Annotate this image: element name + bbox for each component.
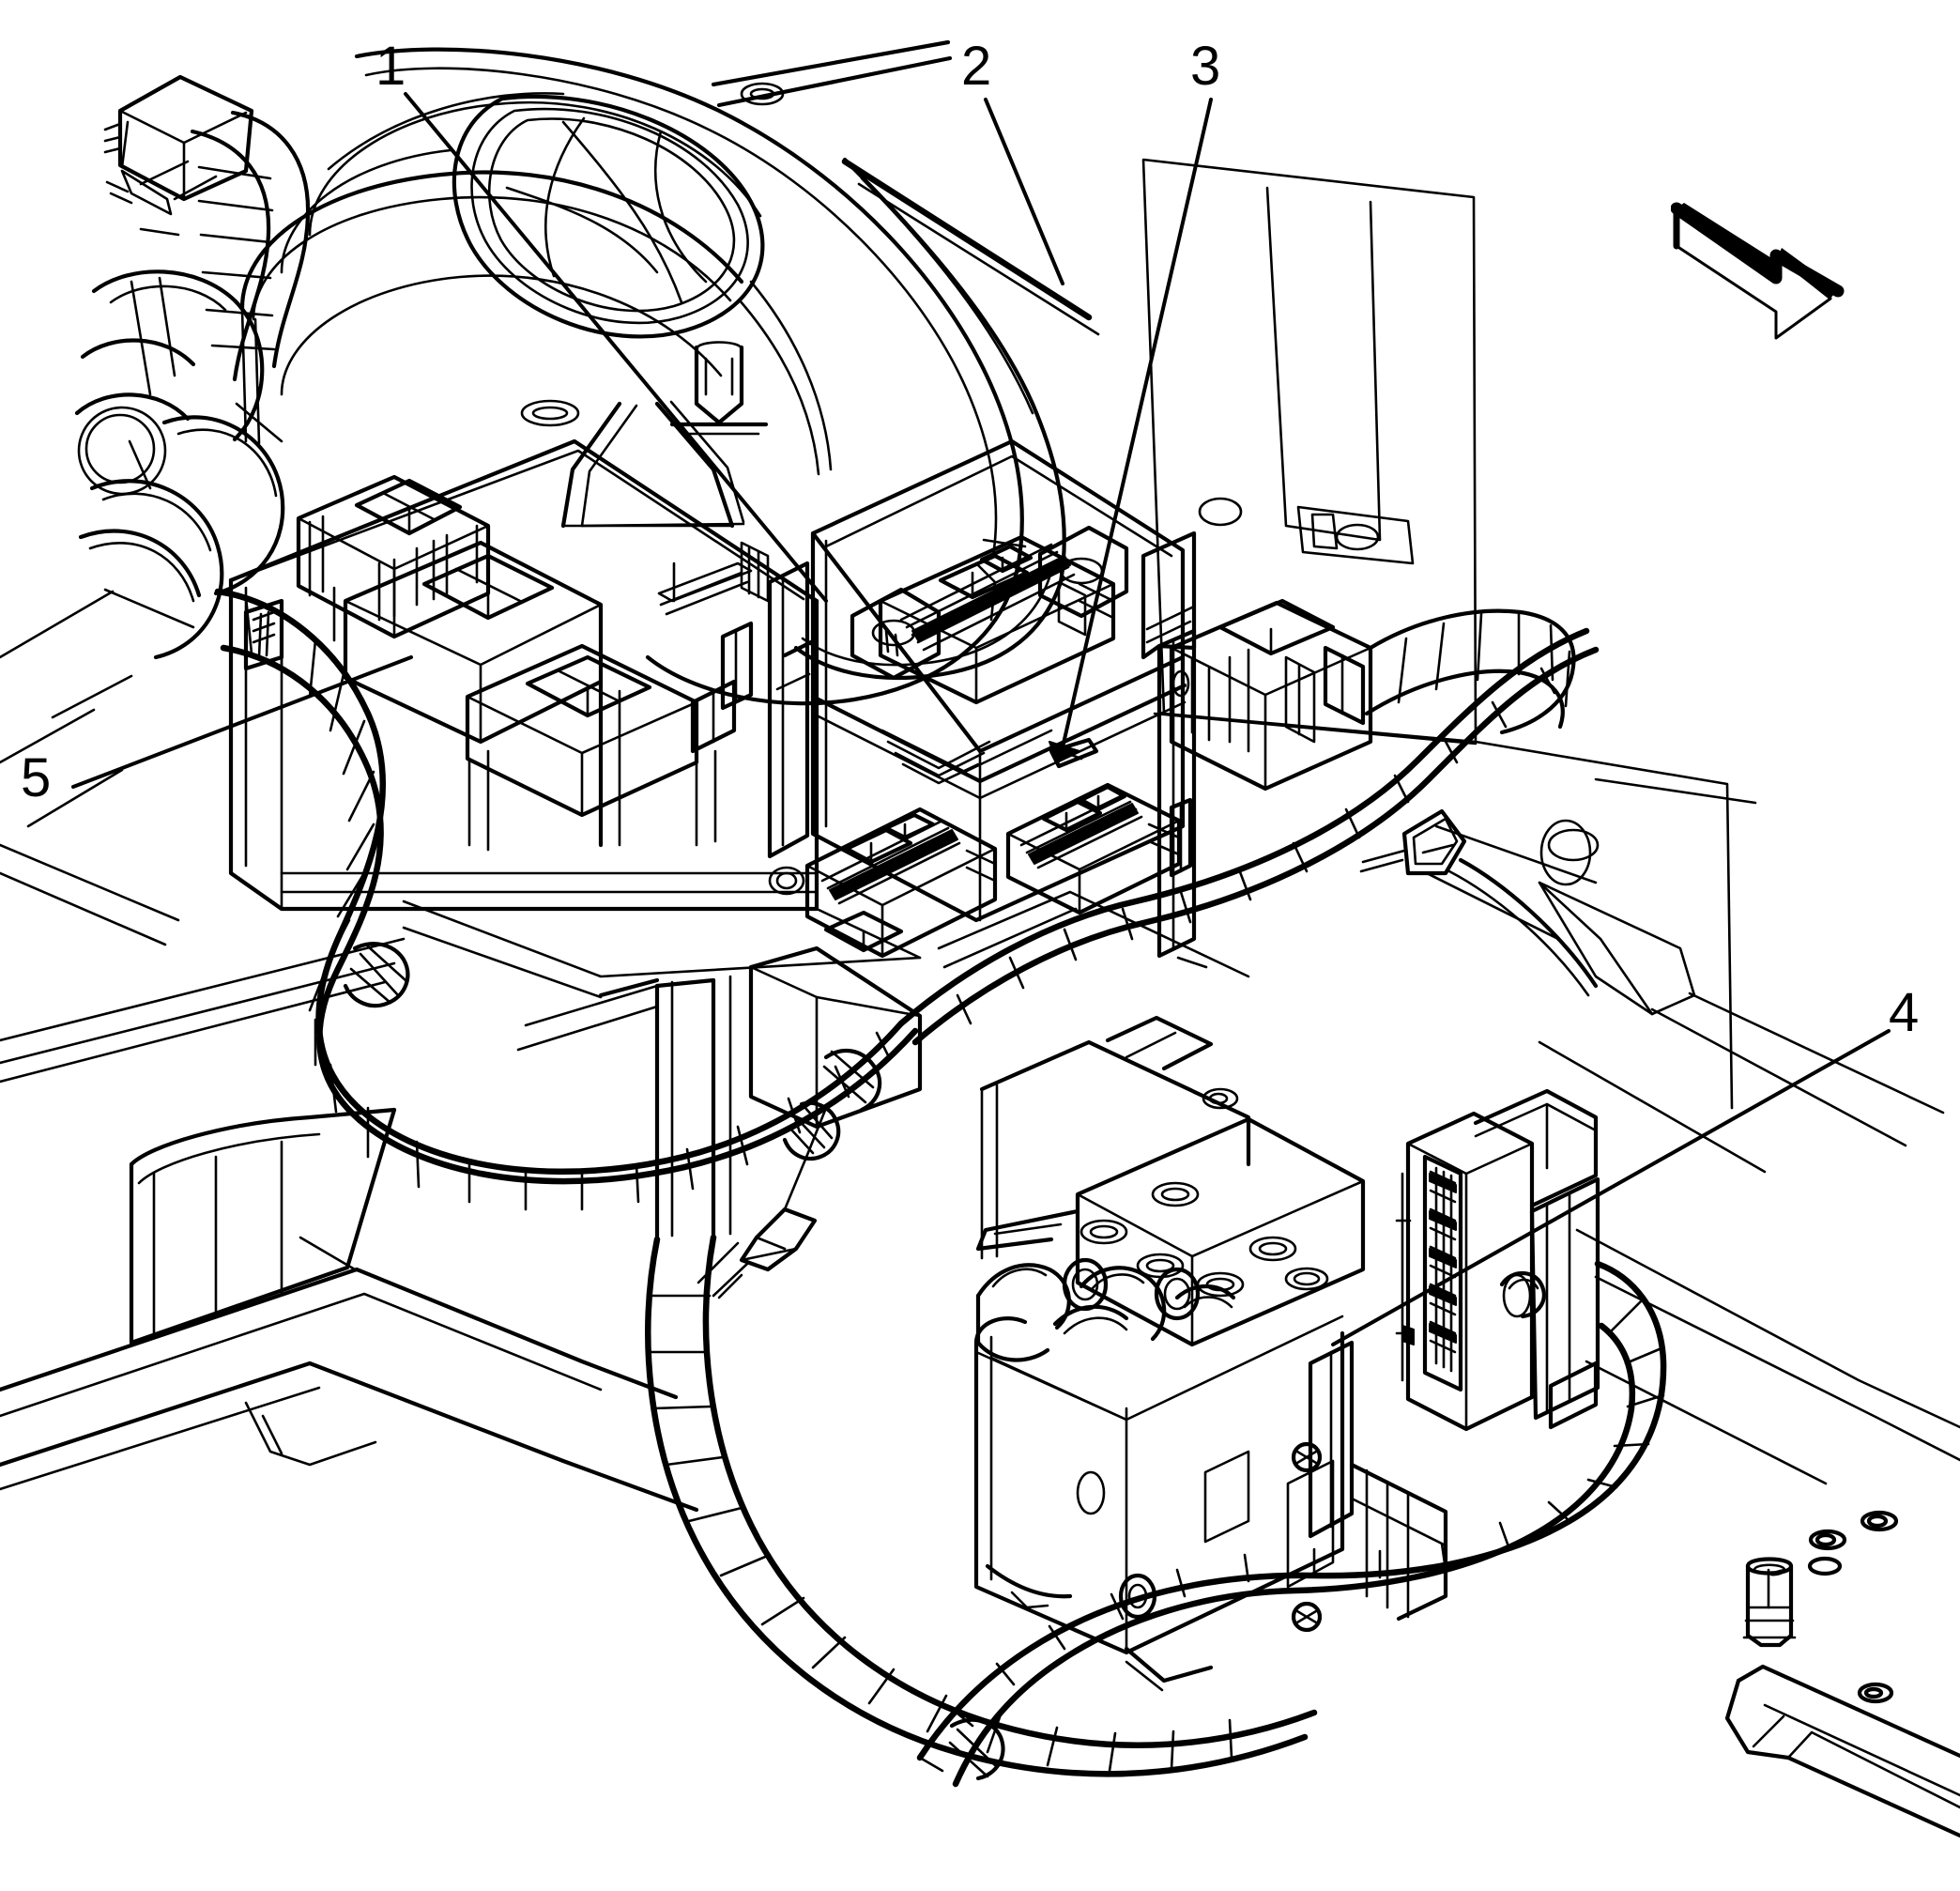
- wiring-harness-main: [214, 588, 919, 1211]
- harness-connector-mid-right: [1169, 598, 1599, 997]
- underhood-fuse-relay-block: [228, 438, 819, 912]
- harness-tube-lower-right: [916, 1260, 1667, 1788]
- ecm-pcm-module: [690, 438, 1187, 959]
- air-cleaner-assembly: [239, 39, 1100, 706]
- callout-leaders: [71, 92, 1891, 1346]
- callout-label-5: 5: [21, 747, 52, 808]
- callout-label-2: 2: [961, 36, 992, 97]
- threaded-stud-bottom-right: [1742, 1557, 1797, 1648]
- callout-label-4: 4: [1889, 982, 1920, 1043]
- harness-lower-loop: [645, 1234, 1318, 1781]
- cowl-panel: [402, 890, 1250, 999]
- lower-left-structure: [0, 937, 699, 1513]
- view-direction-arrow: [1671, 202, 1845, 340]
- ecm-connector-top: [878, 534, 1116, 705]
- ecm-connector-lower-left: [804, 807, 998, 959]
- upper-left-connector: [103, 74, 254, 216]
- coolant-hoses-left: [74, 110, 311, 660]
- frame-rail-right: [1425, 824, 1960, 1485]
- callout-label-1: 1: [375, 36, 406, 97]
- left-panel-lines: [0, 588, 195, 946]
- callout-label-3: 3: [1190, 36, 1221, 97]
- fastener-holes-bottom-right: [1807, 1510, 1899, 1704]
- ecm-connector-lower-right: [1005, 782, 1182, 915]
- ecm-support-structure: [516, 946, 923, 1242]
- frame-corner-bottom-right: [1724, 1664, 1960, 1838]
